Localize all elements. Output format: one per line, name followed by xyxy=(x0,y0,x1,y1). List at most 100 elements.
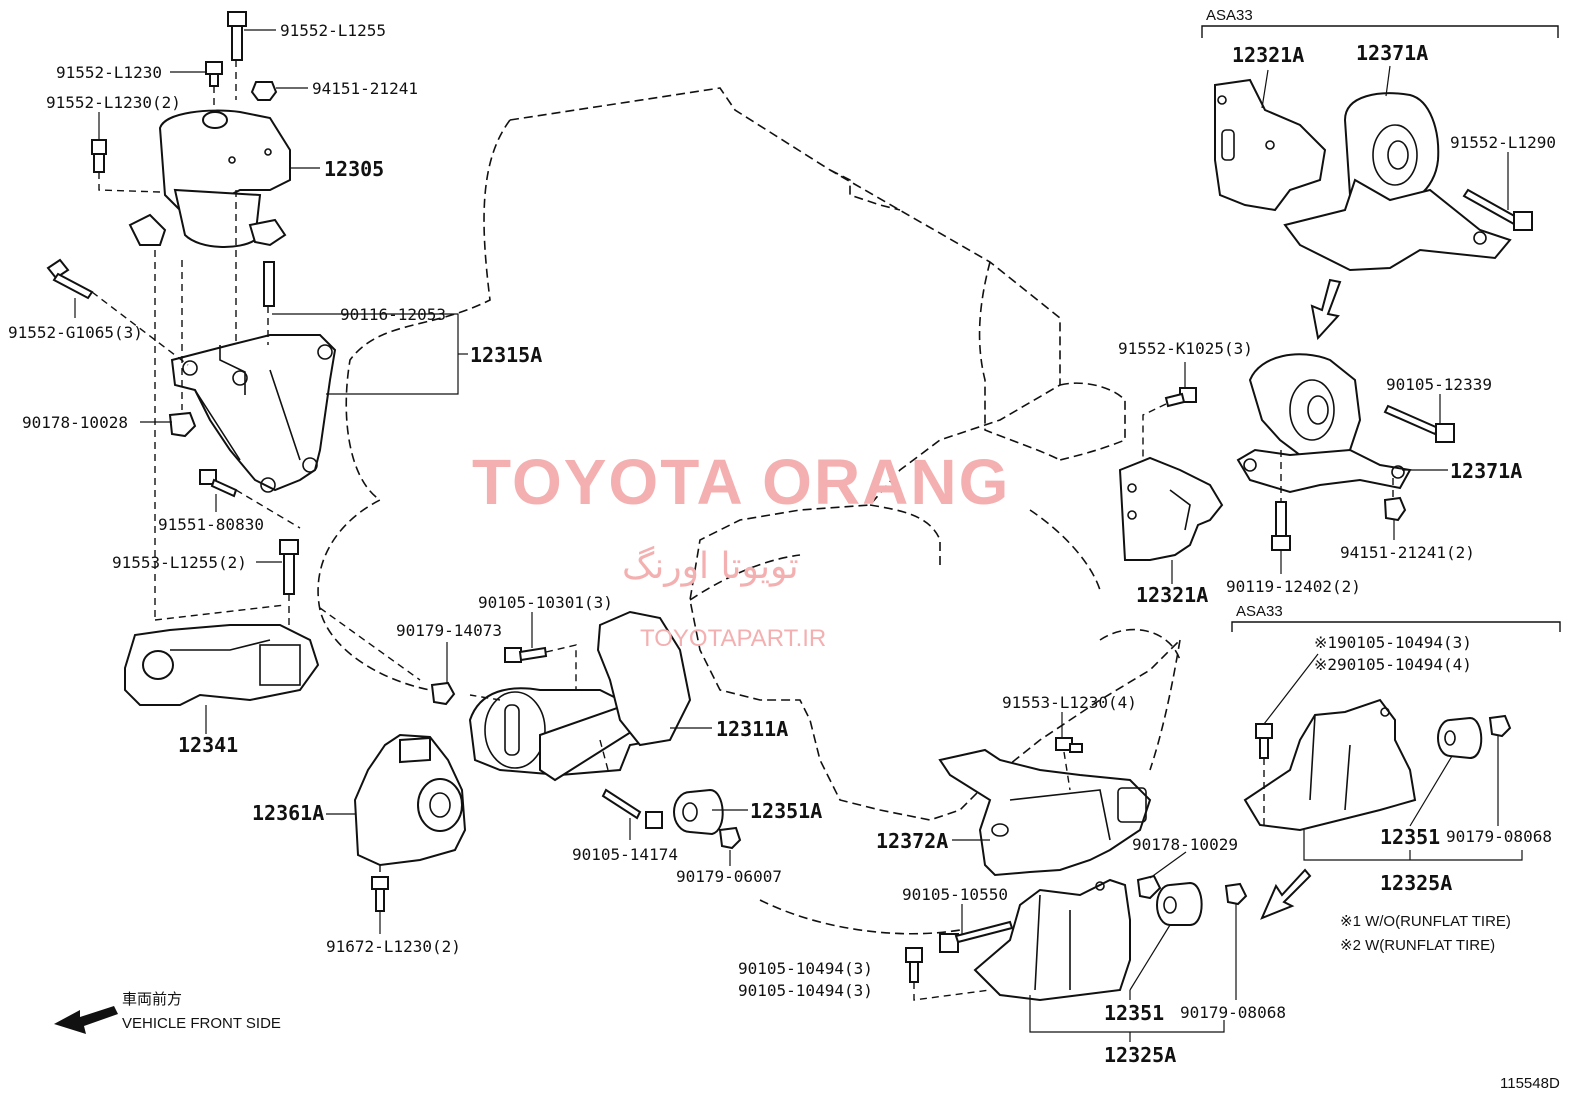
part-labels: 91552-L1255 91552-L1230 94151-21241 9155… xyxy=(8,21,1556,1067)
bolt-91552-L1255 xyxy=(227,11,247,61)
bolt-91552-K1025 xyxy=(1164,387,1197,408)
nut-90179-14073 xyxy=(430,681,456,706)
assembly-lines-right xyxy=(1142,403,1394,502)
part-label: 12325A xyxy=(1380,871,1452,895)
mount-12361A xyxy=(353,733,467,867)
bushing-12351 xyxy=(1156,881,1203,926)
part-label: 12315A xyxy=(470,343,542,367)
bracket-12311A xyxy=(468,610,692,782)
part-label: 91553-L1255(2) xyxy=(112,553,247,572)
part-label: 90119-12402(2) xyxy=(1226,577,1361,596)
watermark-persian: تویوتا اورنگ xyxy=(622,545,799,587)
watermark-title: TOYOTA ORANG xyxy=(472,446,1010,518)
part-label: 12351 xyxy=(1104,1001,1164,1025)
stud-90116-12053 xyxy=(263,261,275,307)
part-label: 94151-21241 xyxy=(312,79,418,98)
leader-lines xyxy=(74,29,1523,1042)
part-label: 90178-10029 xyxy=(1132,835,1238,854)
bracket-12321A xyxy=(1118,456,1224,561)
part-label: 90105-10494(3) xyxy=(738,981,873,1000)
assembly-lines-center xyxy=(379,644,609,877)
direction-label-en: VEHICLE FRONT SIDE xyxy=(122,1015,281,1032)
part-label: 90105-12339 xyxy=(1386,375,1492,394)
part-label: 91552-L1290 xyxy=(1450,133,1556,152)
direction-label-jp: 車両前方 xyxy=(122,991,182,1008)
part-label: 12372A xyxy=(876,829,948,853)
arrow-down-right xyxy=(1310,278,1342,341)
mount-12371A xyxy=(1236,353,1412,494)
bushing-12351-asa33 xyxy=(1437,716,1483,760)
bracket-12372A xyxy=(938,748,1152,877)
part-label: 12371A xyxy=(1450,459,1522,483)
bracket-12321A-asa33 xyxy=(1214,78,1327,212)
bolt-91552-L1230-2 xyxy=(91,139,107,173)
part-label: ※190105-10494(3) xyxy=(1314,633,1472,652)
part-label: 91552-L1230(2) xyxy=(46,93,181,112)
bolt-90105-14174 xyxy=(601,788,663,829)
note-runflat-with: ※2 W(RUNFLAT TIRE) xyxy=(1340,937,1495,954)
part-label: 90116-12053 xyxy=(340,305,446,324)
bolt-90119-12402 xyxy=(1271,501,1291,551)
assembly-lines-bottom xyxy=(913,751,1071,1001)
nut-94151-21241 xyxy=(250,81,278,101)
part-label: ※290105-10494(4) xyxy=(1314,655,1472,674)
nut-90179-08068 xyxy=(1224,882,1248,906)
part-label: 90105-10550 xyxy=(902,885,1008,904)
asa33-brackets xyxy=(1201,25,1561,632)
bolt-90105-10301 xyxy=(504,646,548,663)
engine-outline xyxy=(317,87,1181,935)
part-label: 91552-L1255 xyxy=(280,21,386,40)
arrow-down-left xyxy=(1260,868,1312,920)
part-label: 12361A xyxy=(252,801,324,825)
part-label: 12305 xyxy=(324,157,384,181)
part-label: 91552-K1025(3) xyxy=(1118,339,1253,358)
nut-90179-08068-asa33 xyxy=(1488,714,1512,738)
bolt-91553-L1255 xyxy=(279,539,299,595)
bracket-12341 xyxy=(124,624,320,706)
bolt-90105-10550 xyxy=(939,920,1014,953)
part-label: 12371A xyxy=(1356,41,1428,65)
part-label: 90105-10494(3) xyxy=(738,959,873,978)
part-label: 12321A xyxy=(1136,583,1208,607)
part-label: 90105-14174 xyxy=(572,845,678,864)
bolt-91552-L1290 xyxy=(1462,188,1533,231)
part-label: 94151-21241(2) xyxy=(1340,543,1475,562)
note-runflat-without: ※1 W/O(RUNFLAT TIRE) xyxy=(1340,913,1511,930)
part-label: 90179-08068 xyxy=(1180,1003,1286,1022)
part-label: 91672-L1230(2) xyxy=(326,937,461,956)
part-label: 90179-08068 xyxy=(1446,827,1552,846)
part-label: 12341 xyxy=(178,733,238,757)
part-label: 91551-80830 xyxy=(158,515,264,534)
part-label: 12321A xyxy=(1232,43,1304,67)
part-label: 91552-G1065(3) xyxy=(8,323,143,342)
bracket-12325A xyxy=(973,878,1131,1002)
part-label: 12311A xyxy=(716,717,788,741)
bolt-91552-L1230 xyxy=(205,61,223,87)
bolt-91553-L1230 xyxy=(1055,737,1083,753)
vehicle-front-arrow-icon xyxy=(54,1006,118,1034)
mount-12371A-asa33 xyxy=(1283,92,1512,272)
bolt-90105-10494-asa33 xyxy=(1255,723,1273,759)
engine-mount-12305 xyxy=(128,109,291,248)
part-label: 90179-14073 xyxy=(396,621,502,640)
part-label: 90179-06007 xyxy=(676,867,782,886)
nut-90179-06007 xyxy=(718,826,742,850)
bushing-12351A xyxy=(673,788,724,836)
bracket-12325A-asa33 xyxy=(1243,698,1417,832)
bracket-12315A xyxy=(170,334,337,493)
nut-90178-10029 xyxy=(1136,874,1162,900)
figure-id: 115548D xyxy=(1500,1075,1560,1092)
nut-90178-10028 xyxy=(168,411,197,438)
bolt-91551-80830 xyxy=(199,469,238,498)
assembly-lines-left xyxy=(91,60,421,681)
bolt-91552-G1065 xyxy=(46,258,94,300)
variant-label-asa33-bottom: ASA33 xyxy=(1236,603,1283,620)
part-label: 90178-10028 xyxy=(22,413,128,432)
part-label: 12351A xyxy=(750,799,822,823)
nut-94151-21241-2 xyxy=(1383,496,1407,522)
bolt-91672-L1230 xyxy=(371,876,389,912)
part-label: 90105-10301(3) xyxy=(478,593,613,612)
part-label: 12351 xyxy=(1380,825,1440,849)
watermark-url: TOYOTAPART.IR xyxy=(640,625,826,652)
